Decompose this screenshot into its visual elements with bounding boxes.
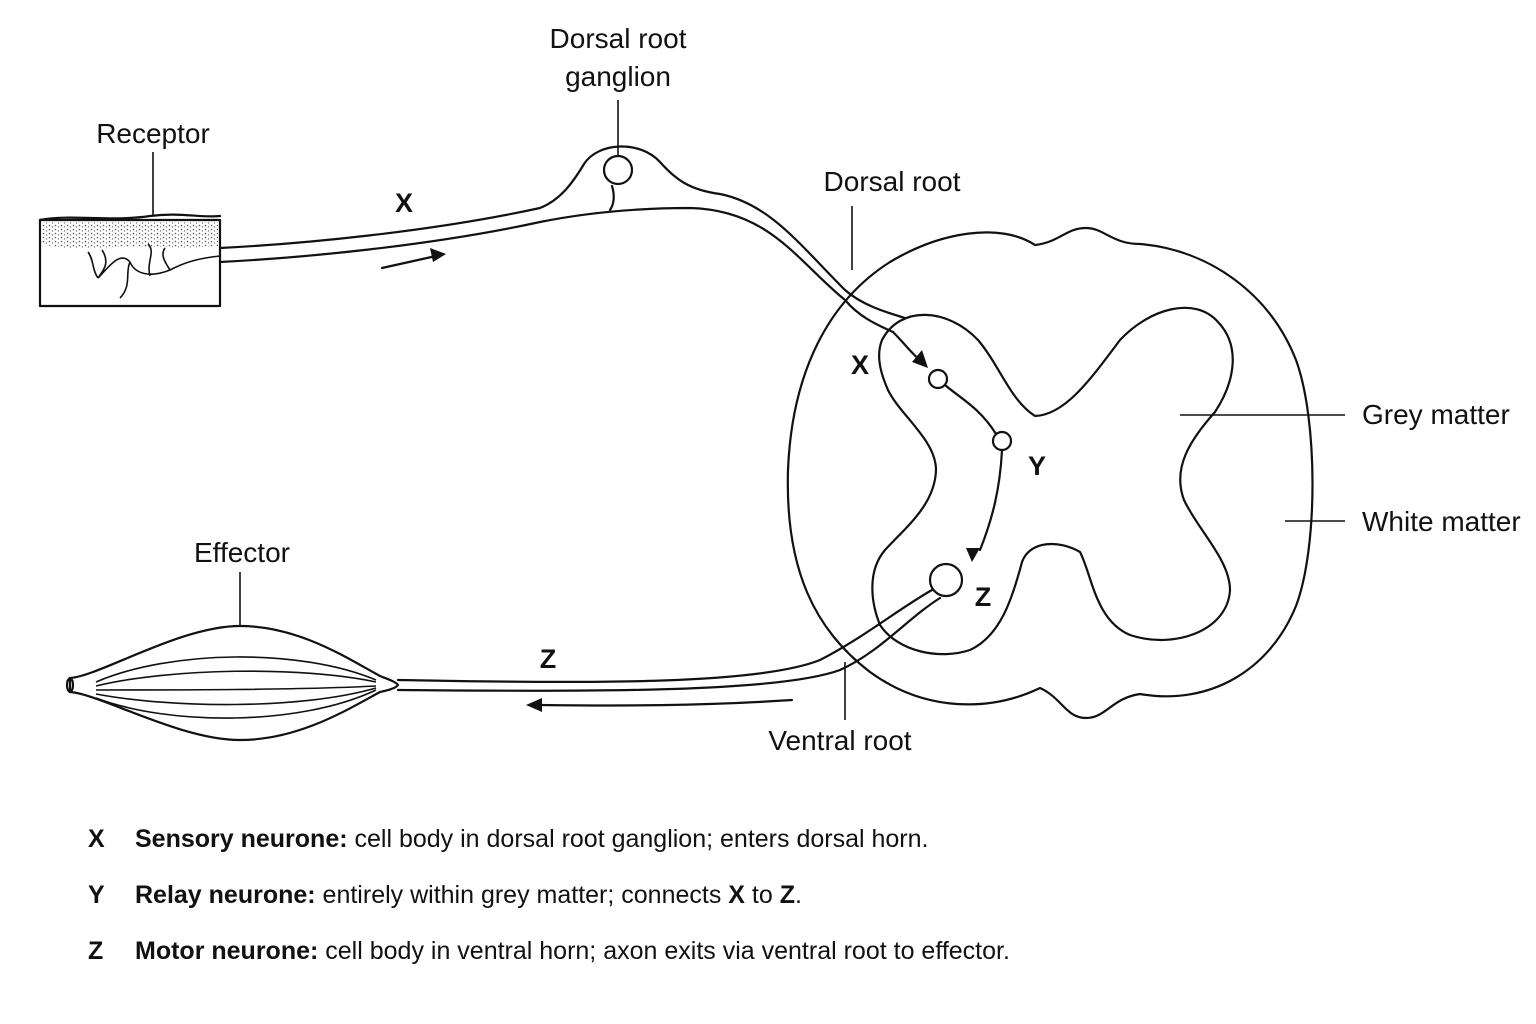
label-ventral-root: Ventral root [768, 725, 911, 756]
letter-y-relay: Y [1028, 451, 1046, 481]
legend-bold-z: Z [779, 881, 795, 909]
motor-neurone-cell-body [928, 562, 964, 598]
legend-description: Sensory neurone: cell body in dorsal roo… [135, 825, 928, 854]
label-white-matter: White matter [1362, 506, 1521, 537]
sensory-arrowhead [430, 248, 446, 262]
label-receptor: Receptor [96, 118, 210, 149]
legend-key: X [88, 825, 105, 853]
effector-tendon-end [65, 676, 75, 694]
legend-row-sensory: X Sensory neurone: cell body in dorsal r… [88, 825, 1188, 881]
legend-row-motor: Z Motor neurone: cell body in ventral ho… [88, 937, 1188, 993]
legend-term: Motor neurone: [135, 937, 319, 965]
label-grey-matter: Grey matter [1362, 399, 1510, 430]
relay-axon-y-to-z [978, 448, 1004, 552]
label-dorsal-root: Dorsal root [824, 166, 961, 197]
legend-key: Y [88, 881, 105, 909]
label-ganglion-line2: ganglion [565, 61, 671, 92]
motor-arrowhead [526, 698, 542, 712]
receptor-skin-box [38, 218, 222, 308]
sensory-direction-arrow [380, 254, 438, 270]
label-effector: Effector [194, 537, 290, 568]
relay-arrowhead [966, 548, 980, 562]
spinal-cord-white-matter [786, 226, 1314, 720]
reflex-arc-diagram: Receptor Dorsal root ganglion Dorsal roo… [38, 23, 1521, 756]
motor-direction-arrow [538, 698, 794, 707]
sensory-arrowhead-cord [912, 350, 928, 368]
receptor-skin-surface [38, 213, 222, 222]
effector-muscle-fibres [95, 656, 377, 719]
legend: X Sensory neurone: cell body in dorsal r… [88, 825, 1188, 993]
legend-term: Relay neurone: [135, 881, 316, 909]
letter-z-axon: Z [540, 644, 557, 674]
legend-detail: entirely within grey matter; connects [315, 881, 729, 909]
legend-detail: . [795, 881, 802, 909]
letter-x-horn: X [851, 350, 869, 380]
receptor-nerve-endings [87, 243, 221, 299]
sensory-synapse-node [927, 368, 949, 390]
legend-detail: cell body in ventral horn; axon exits vi… [318, 937, 1010, 965]
legend-detail: cell body in dorsal root ganglion; enter… [347, 825, 929, 853]
legend-row-relay: Y Relay neurone: entirely within grey ma… [88, 881, 1188, 937]
letter-x-axon: X [395, 188, 413, 218]
motor-axon-upper-edge [396, 588, 934, 684]
sensory-nerve-lower-edge [218, 206, 895, 334]
relay-axon-x-to-y [943, 383, 998, 436]
effector-muscle [68, 624, 400, 742]
relay-neurone-cell-body [991, 430, 1013, 452]
legend-description: Motor neurone: cell body in ventral horn… [135, 937, 1010, 966]
label-ganglion-line1: Dorsal root [550, 23, 687, 54]
legend-key: Z [88, 937, 104, 965]
legend-term: Sensory neurone: [135, 825, 348, 853]
sensory-nerve-upper-edge [218, 145, 907, 320]
receptor-epidermis [42, 222, 218, 249]
legend-detail: to [744, 881, 780, 909]
legend-description: Relay neurone: entirely within grey matt… [135, 881, 802, 910]
letter-z-body: Z [975, 582, 992, 612]
ganglion-cell-body [602, 154, 634, 186]
legend-bold-x: X [728, 881, 745, 909]
ganglion-stem [608, 184, 615, 212]
grey-matter-shape [871, 306, 1234, 656]
motor-axon-lower-edge [396, 596, 942, 692]
leader-lines [152, 100, 1345, 720]
